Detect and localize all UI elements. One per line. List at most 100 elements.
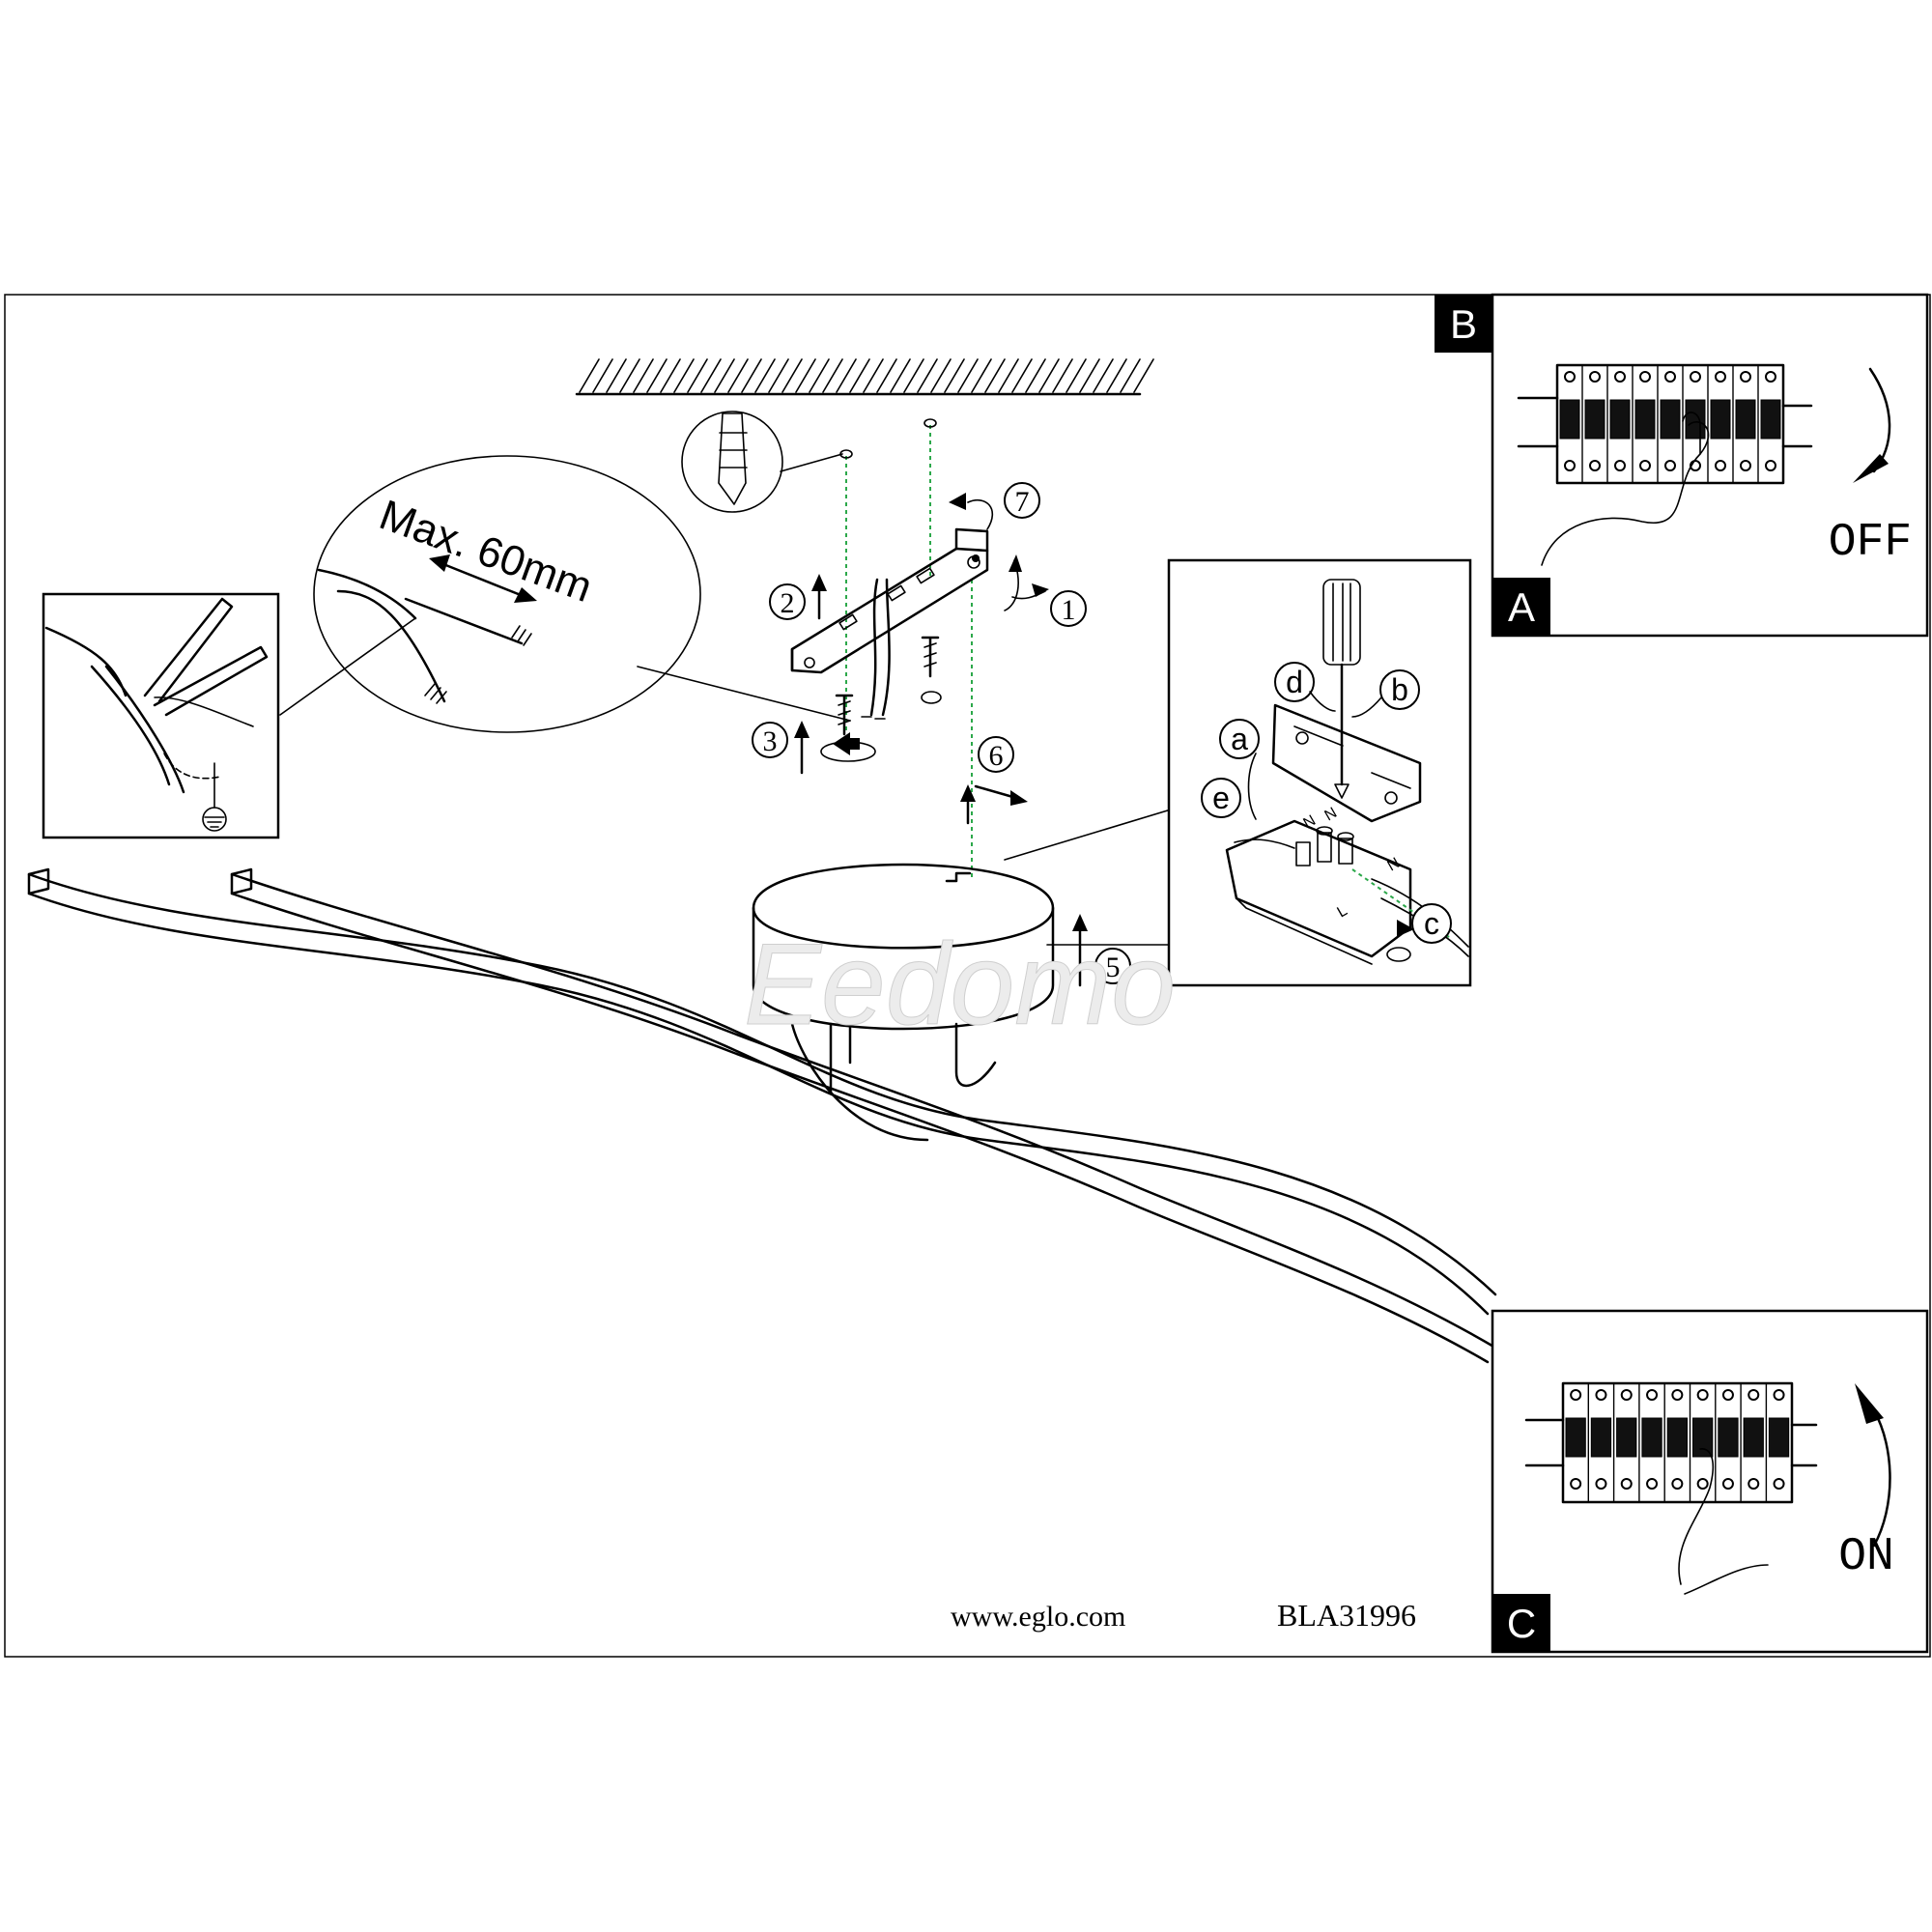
hatch-stroke [836,358,857,393]
breaker-screw [1614,460,1626,471]
hatch-stroke [781,358,803,393]
hatch-stroke [876,358,897,393]
step-1-marker: 1 [1004,554,1087,627]
breaker-screw [1639,371,1651,383]
label-b-marker: b [1379,669,1420,710]
hatch-stroke [1120,358,1141,393]
hatch-stroke [984,358,1006,393]
breaker-screw [1696,1389,1709,1401]
panel-b-letter: B [1450,301,1477,347]
hatch-stroke [795,358,816,393]
breaker-screw [1664,460,1676,471]
breaker-switch [1685,399,1706,440]
breaker-panel-on: C ON [1491,1309,1929,1654]
breaker-screw [1671,1478,1684,1490]
off-label: OFF [1829,517,1912,569]
breaker-screw [1740,371,1751,383]
step-7-marker: 7 [949,482,1040,530]
step-6-marker: 6 [960,736,1028,825]
mounting-bracket [790,527,989,674]
panel-c-badge [1492,1594,1550,1652]
breaker-switch [1666,1417,1688,1458]
panel-b-badge [1435,295,1492,353]
step-3-marker: 3 [752,721,810,775]
breaker-row-off [1517,363,1813,485]
step-markers: 1 2 3 4 5 6 [752,482,1228,987]
breaker-switch [1660,399,1681,440]
hatch-stroke [1079,358,1100,393]
label-c: c [1424,906,1439,941]
breaker-screw [1740,460,1751,471]
breaker-screw [1564,460,1576,471]
page-frame [4,294,1931,1658]
breaker-screw [1696,1478,1709,1490]
led-light-arms [27,867,1497,1364]
hatch-stroke [1093,358,1114,393]
breaker-switch [1565,1417,1586,1458]
breaker-screw [1595,1478,1607,1490]
hatch-stroke [822,358,843,393]
breaker-switch [1616,1417,1637,1458]
breaker-switch [1559,399,1580,440]
step-7-number: 7 [1015,486,1030,518]
breaker-screw [1639,460,1651,471]
breaker-switch [1584,399,1605,440]
label-b: b [1391,672,1408,707]
hatch-stroke [579,358,600,393]
hatch-stroke [917,358,938,393]
breaker-screw [1773,1389,1785,1401]
label-a: a [1231,722,1248,756]
hatch-stroke [673,358,695,393]
ceiling-hatch [575,358,1154,396]
breaker-screw [1747,1478,1760,1490]
breaker-screw [1671,1389,1684,1401]
breaker-screw [1620,1389,1633,1401]
hatch-stroke [606,358,627,393]
hatch-stroke [741,358,762,393]
step-2-marker: 2 [769,574,827,620]
hatch-stroke [754,358,776,393]
wall-plug-detail [681,411,843,513]
step-2-number: 2 [781,587,795,619]
panel-a-badge [1492,578,1550,636]
wire-strip-callout: Max. 60mm [279,455,851,733]
breaker-switch [1718,1417,1739,1458]
breaker-screw [1747,1389,1760,1401]
hatch-stroke [890,358,911,393]
hatch-stroke [1106,358,1127,393]
breaker-switch [1710,399,1731,440]
hatch-stroke [633,358,654,393]
breaker-screw [1721,1478,1734,1490]
hatch-stroke [998,358,1019,393]
panel-c-letter: C [1507,1601,1536,1646]
screws-and-wires [820,578,942,762]
breaker-row-on [1524,1381,1818,1504]
breaker-switch [1641,1417,1662,1458]
hatch-stroke [1038,358,1060,393]
breaker-screw [1595,1389,1607,1401]
mounting-axis-lines [839,418,973,879]
hatch-stroke [1133,358,1154,393]
breaker-screw [1765,371,1776,383]
breaker-switch [1743,1417,1764,1458]
breaker-screw [1715,371,1726,383]
hatch-stroke [930,358,952,393]
terminal-block-box: N N N L a b c d e [1167,558,1472,987]
step-5-number: 5 [1106,952,1121,983]
watermark-text: Eedomo [744,920,1176,1049]
breaker-screw [1773,1478,1785,1490]
label-e: e [1212,781,1230,815]
label-d: d [1286,665,1303,699]
breaker-screw [1690,371,1701,383]
breaker-screw [1646,1389,1659,1401]
step-1-number: 1 [1062,594,1076,626]
strip-length-label: Max. 60mm [374,491,599,611]
breaker-screw [1646,1478,1659,1490]
hatch-stroke [849,358,870,393]
step-3-number: 3 [763,725,778,757]
breaker-screw [1589,371,1601,383]
label-c-marker: c [1411,903,1452,944]
hatch-stroke [1011,358,1033,393]
hatch-stroke [700,358,722,393]
